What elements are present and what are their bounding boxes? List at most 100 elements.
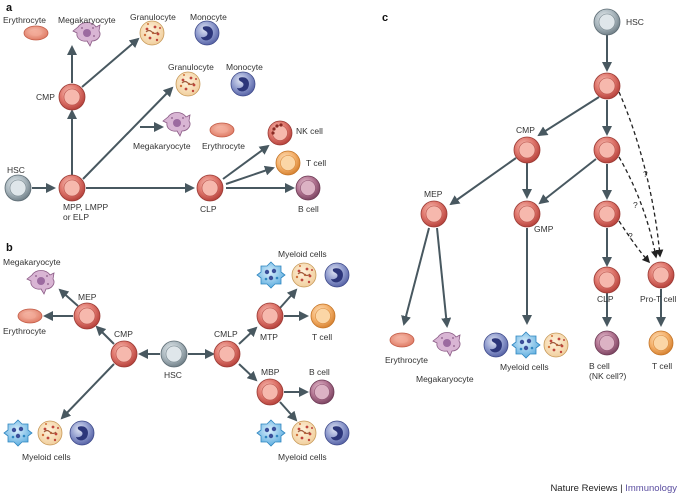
label-granulocyte-mid: Granulocyte xyxy=(168,62,214,72)
elp-cell-c xyxy=(593,200,621,228)
label-megakaryocyte-c: Megakaryocyte xyxy=(416,374,474,384)
label-mpp-line1: MPP, LMPP xyxy=(63,202,109,212)
pro-t-cell xyxy=(647,261,675,289)
b-cell xyxy=(295,175,321,201)
label-granulocyte-top: Granulocyte xyxy=(130,12,176,22)
label-hsc-b: HSC xyxy=(164,370,182,380)
label-erythrocyte-mid: Erythrocyte xyxy=(202,141,245,151)
mep-cell-c xyxy=(420,200,448,228)
arrow-mtp-to-myeloid xyxy=(279,288,298,309)
mpp-cell xyxy=(58,174,86,202)
dashed-arrow-mpp-to-prot xyxy=(618,91,664,258)
credit-journal: Nature Reviews xyxy=(550,483,618,494)
label-myeloid-bottom-right: Myeloid cells xyxy=(278,452,327,462)
myeloid-bottom-left-gran xyxy=(37,420,63,446)
myeloid-c-mono xyxy=(483,332,509,358)
arrow-mpp-to-granulocyte xyxy=(82,86,174,180)
arrow-c-cmp-to-mep xyxy=(449,157,517,206)
cmp-cell-c xyxy=(513,136,541,164)
label-t-cell-b: T cell xyxy=(312,332,332,342)
erythrocyte-cell-b xyxy=(17,308,43,324)
b-cell-c xyxy=(594,330,620,356)
label-erythrocyte-top: Erythrocyte xyxy=(3,15,46,25)
mtp-cell xyxy=(256,302,284,330)
credit-section: Immunology xyxy=(625,483,677,494)
myeloid-top-baso xyxy=(256,261,286,289)
label-mep-b: MEP xyxy=(78,292,97,302)
megakaryocyte-top-cell xyxy=(72,22,101,47)
cmp-cell xyxy=(58,83,86,111)
label-erythrocyte-b: Erythrocyte xyxy=(3,326,46,336)
label-clp-c: CLP xyxy=(597,294,614,304)
lmpp-cell-c xyxy=(593,136,621,164)
monocyte-mid-cell xyxy=(230,71,256,97)
label-question-1: ? xyxy=(643,169,648,179)
myeloid-c-baso xyxy=(511,331,541,359)
mpp-cell-c xyxy=(593,72,621,100)
panel-c: c HSC CM xyxy=(382,8,676,384)
cmp-cell-b xyxy=(110,340,138,368)
label-monocyte-mid: Monocyte xyxy=(226,62,263,72)
megakaryocyte-cell-b xyxy=(26,270,55,295)
label-t-cell-a: T cell xyxy=(306,158,326,168)
granulocyte-top-cell xyxy=(139,20,165,46)
label-gmp-c: GMP xyxy=(534,224,554,234)
arrow-cmlp-to-mbp xyxy=(238,363,258,382)
label-monocyte-top: Monocyte xyxy=(190,12,227,22)
panel-a-label: a xyxy=(6,2,13,14)
label-mbp: MBP xyxy=(261,367,280,377)
label-cmp-c: CMP xyxy=(516,125,535,135)
label-myeloid-c: Myeloid cells xyxy=(500,362,549,372)
clp-cell xyxy=(196,174,224,202)
myeloid-c-gran xyxy=(543,332,569,358)
myeloid-bottom-left-mono xyxy=(69,420,95,446)
label-cmp-a: CMP xyxy=(36,92,55,102)
label-megakaryocyte-b: Megakaryocyte xyxy=(3,257,61,267)
myeloid-top-gran xyxy=(291,262,317,288)
hsc-cell-b xyxy=(160,340,188,368)
label-question-3: ? xyxy=(628,231,633,241)
myeloid-bottom-right-mono xyxy=(324,420,350,446)
erythrocyte-cell-c xyxy=(389,332,415,348)
arrow-cmp-to-myeloid xyxy=(60,363,115,420)
myeloid-top-mono xyxy=(324,262,350,288)
hsc-cell xyxy=(4,174,32,202)
t-cell-c xyxy=(648,330,674,356)
monocyte-top-cell xyxy=(194,20,220,46)
cmlp-cell xyxy=(213,340,241,368)
panel-c-label: c xyxy=(382,12,388,24)
arrow-mbp-to-myeloid xyxy=(279,401,298,422)
myeloid-bottom-right-gran xyxy=(291,420,317,446)
label-pro-t: Pro-T cell xyxy=(640,294,676,304)
label-b-cell-a: B cell xyxy=(298,204,319,214)
label-erythrocyte-c: Erythrocyte xyxy=(385,355,428,365)
label-b-cell-b: B cell xyxy=(309,367,330,377)
hsc-cell-c xyxy=(593,8,621,36)
label-hsc-c: HSC xyxy=(626,17,644,27)
mbp-cell xyxy=(256,378,284,406)
arrow-clp-to-t xyxy=(225,165,275,185)
label-mep-c: MEP xyxy=(424,189,443,199)
arrow-clp-to-nk xyxy=(222,144,270,180)
granulocyte-mid-cell xyxy=(175,71,201,97)
label-cmlp: CMLP xyxy=(214,329,238,339)
megakaryocyte-cell-c xyxy=(432,332,461,357)
erythrocyte-top-cell xyxy=(23,25,49,41)
arrow-c-mep-to-megakaryocyte xyxy=(436,227,452,328)
credit-separator: | xyxy=(620,483,623,494)
b-cell-b xyxy=(309,379,335,405)
myeloid-bottom-left-baso xyxy=(3,419,33,447)
myeloid-bottom-right-baso xyxy=(256,419,286,447)
t-cell-b xyxy=(310,303,336,329)
label-b-cell-c-line1: B cell xyxy=(589,361,610,371)
clp-cell-c xyxy=(593,266,621,294)
nk-cell xyxy=(267,120,293,146)
mep-cell-b xyxy=(73,302,101,330)
arrow-cmp-to-granulocyte xyxy=(81,37,140,88)
arrow-cmlp-to-mtp xyxy=(238,326,258,345)
arrow-c-lmpp-to-gmp xyxy=(538,158,597,205)
label-megakaryocyte-mid: Megakaryocyte xyxy=(133,141,191,151)
journal-credit: Nature Reviews | Immunology xyxy=(550,483,677,494)
dashed-arrow-elp-to-prot xyxy=(618,220,651,264)
